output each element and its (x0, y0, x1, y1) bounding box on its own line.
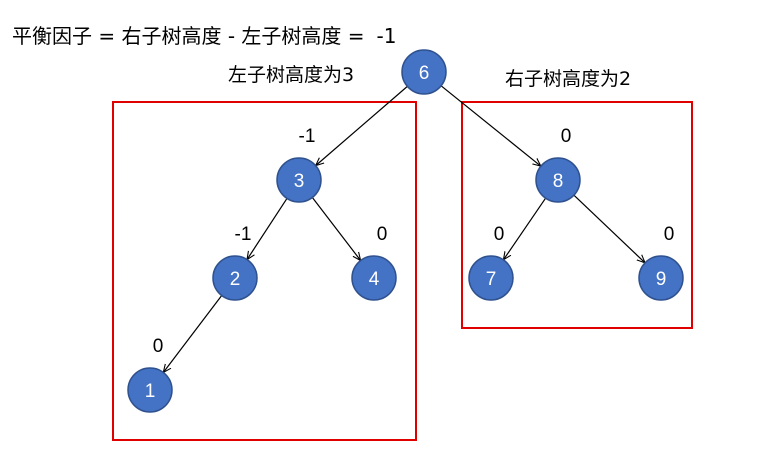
node-circle (351, 255, 397, 301)
tree-node-2: 2 -1 (212, 224, 258, 301)
tree-node-9: 90 (638, 224, 684, 301)
balance-factor-label: -1 (299, 126, 316, 147)
edge-n8-n9 (573, 194, 645, 263)
balance-factor-formula: 平衡因子 = 右子树高度 - 左子树高度 = -1 (12, 20, 396, 49)
root-balance-value: -1 (376, 24, 397, 48)
node-circle (276, 157, 322, 203)
right-subtree-height-caption: 右子树高度为2 (505, 68, 632, 90)
node-label: 9 (656, 269, 667, 290)
edge-n3-n4 (311, 197, 360, 260)
tree-node-8: 80 (535, 126, 581, 203)
node-label: 2 (230, 269, 241, 290)
tree-node-1: 10 (127, 336, 173, 413)
edge-n8-n7 (503, 197, 547, 260)
tree-node-4: 40 (351, 224, 397, 301)
edges-layer (163, 85, 645, 373)
node-label: 7 (486, 269, 497, 290)
node-circle (212, 255, 258, 301)
balance-factor-label: 0 (153, 336, 164, 357)
node-label: 1 (145, 381, 156, 402)
balance-factor-label: 0 (664, 224, 675, 245)
balance-factor-label: 0 (377, 224, 388, 245)
node-label: 8 (553, 171, 564, 192)
left-subtree-height-caption: 左子树高度为3 (228, 64, 355, 86)
node-circle (638, 255, 684, 301)
node-circle (127, 367, 173, 413)
node-label: 3 (294, 171, 305, 192)
edge-n6-n3 (316, 85, 408, 165)
right-subtree-box (461, 101, 693, 329)
tree-node-6: 6 (401, 49, 447, 95)
tree-node-7: 70 (468, 224, 514, 301)
edge-n6-n8 (440, 85, 541, 166)
balance-factor-label: 0 (561, 126, 572, 147)
formula-text: 平衡因子 = 右子树高度 - 左子树高度 = (12, 24, 365, 48)
balance-factor-label: 0 (494, 224, 505, 245)
node-label: 6 (419, 63, 430, 84)
tree-node-3: 3 -1 (276, 126, 322, 203)
node-circle (535, 157, 581, 203)
node-circle (468, 255, 514, 301)
node-circle (401, 49, 447, 95)
edge-n2-n1 (163, 295, 223, 373)
left-subtree-box (112, 101, 417, 441)
edge-n3-n2 (247, 198, 288, 259)
node-label: 4 (369, 269, 380, 290)
balance-factor-label: -1 (235, 224, 252, 245)
